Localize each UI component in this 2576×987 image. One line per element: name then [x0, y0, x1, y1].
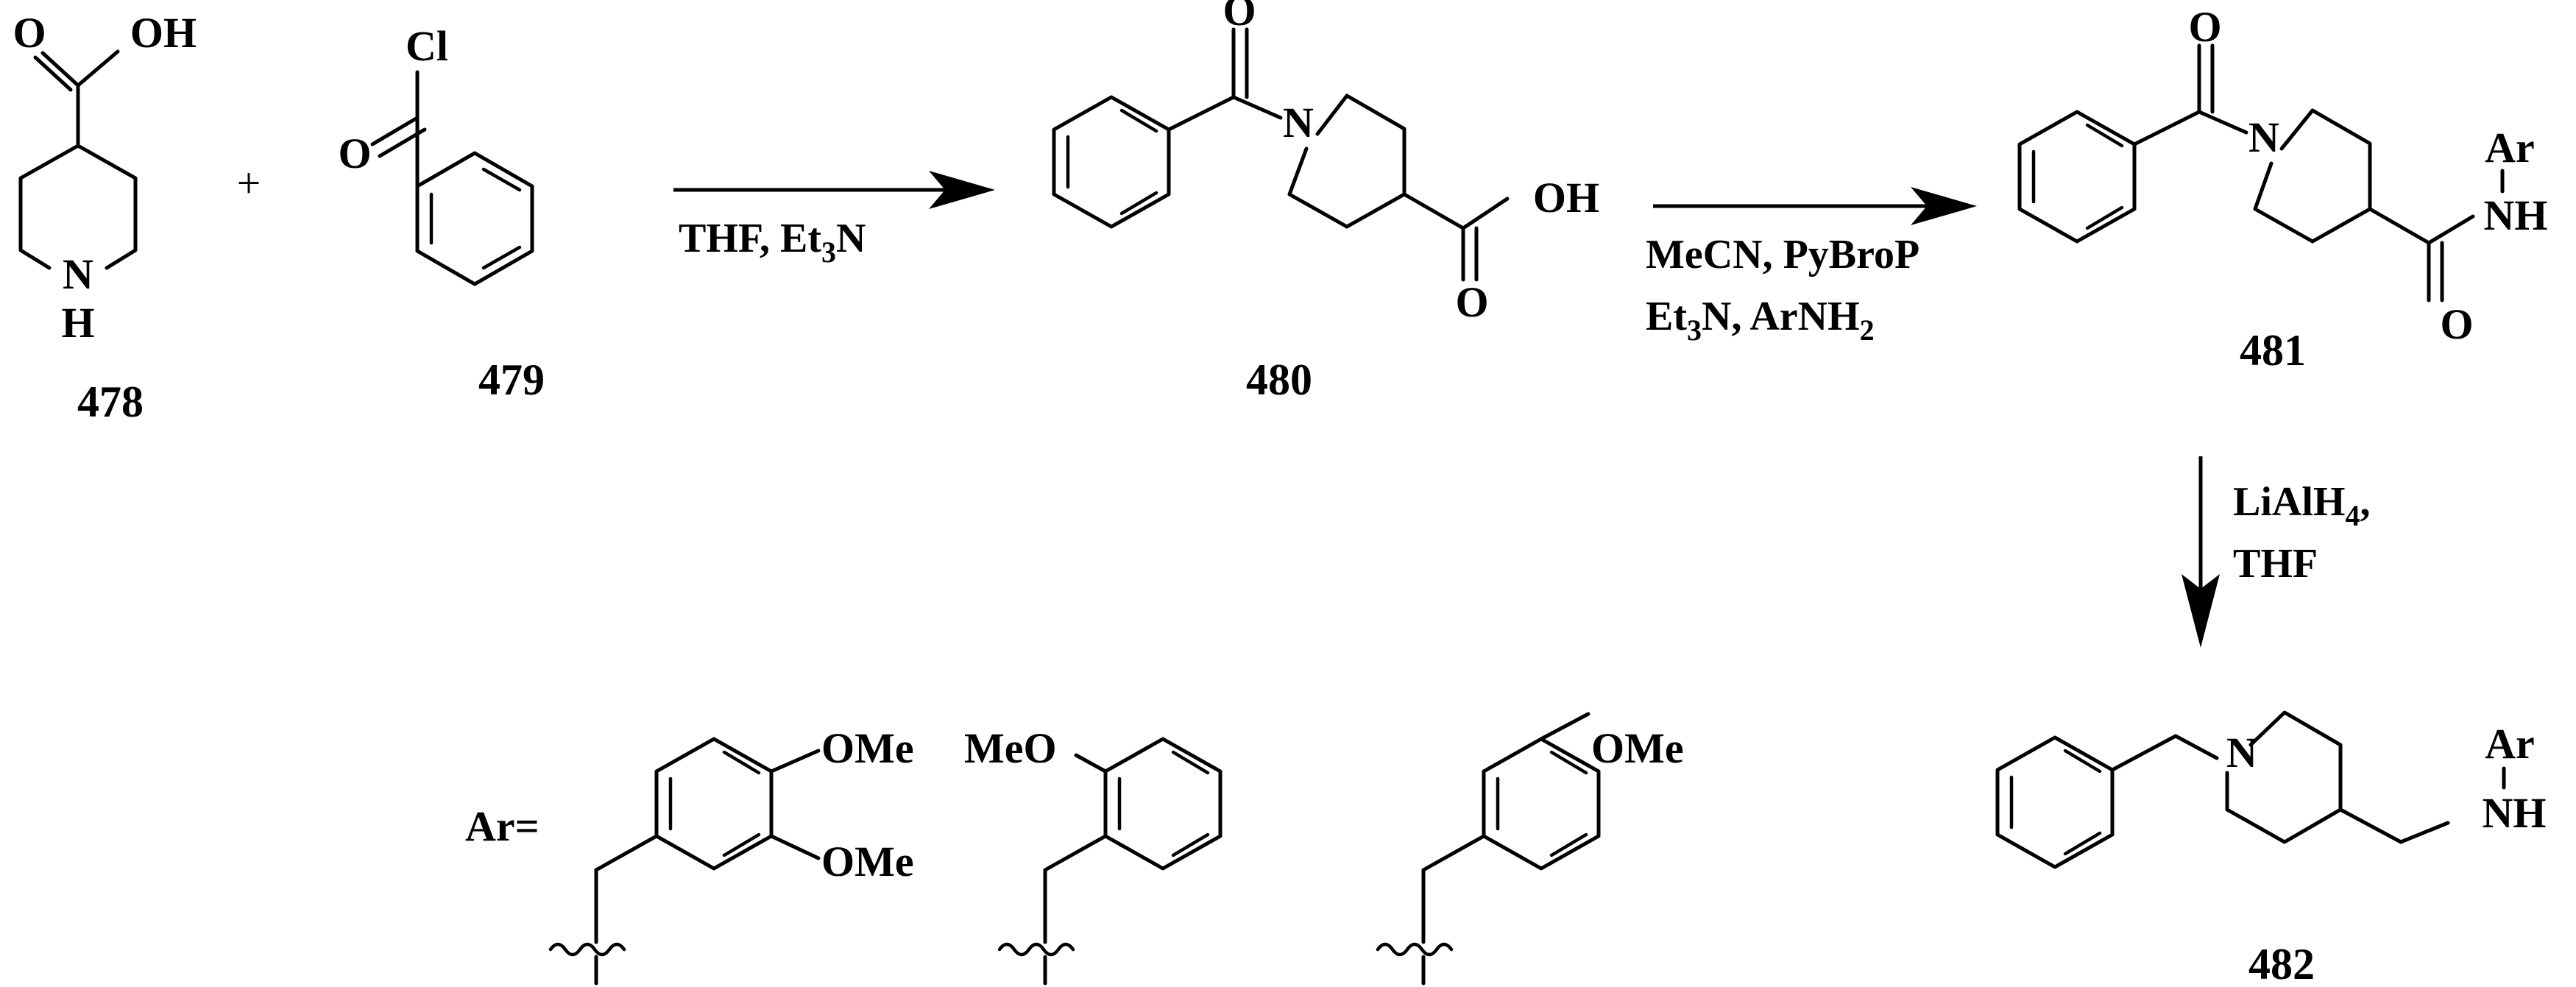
atom-ar: Ar: [2485, 720, 2535, 768]
atom-n: N: [2248, 113, 2279, 161]
compound-label-481: 481: [2240, 326, 2306, 375]
atom-ar: Ar: [2485, 124, 2535, 171]
compound-479: Cl O 479: [338, 22, 545, 404]
conditions-step2-line2: Et3N, ArNH2: [1646, 294, 1875, 347]
compound-label-479: 479: [478, 355, 545, 404]
reaction-arrow-3: LiAlH4, THF: [2182, 456, 2370, 648]
meo: MeO: [964, 724, 1057, 772]
ar-prefix: Ar=: [465, 802, 539, 850]
atom-n: N: [2226, 729, 2257, 776]
compound-482: N Ar NH 482: [1995, 710, 2547, 987]
atom-oh: OH: [1533, 174, 1599, 222]
atom-o: O: [338, 130, 371, 177]
conditions-step2-line1: MeCN, PyBroP: [1646, 232, 1919, 277]
ar-option-3: OMe: [1376, 712, 1684, 986]
atom-o2: O: [1455, 278, 1488, 326]
atom-oh: OH: [130, 9, 197, 57]
compound-label-482: 482: [2248, 940, 2315, 987]
atom-cl: Cl: [406, 22, 448, 70]
compound-478: O OH N H 478: [13, 9, 197, 426]
ar-option-1: OMe OMe: [548, 724, 914, 986]
atom-nh: NH: [2484, 191, 2548, 239]
ome-bottom: OMe: [821, 838, 914, 885]
atom-n: N: [63, 250, 93, 298]
atom-nh: NH: [2483, 789, 2547, 837]
atom-n: N: [1283, 99, 1314, 146]
ome-top: OMe: [821, 724, 914, 772]
ome: OMe: [1591, 724, 1684, 772]
atom-h: H: [61, 299, 94, 347]
reaction-arrow-1: THF, Et3N: [673, 171, 995, 269]
atom-o: O: [13, 9, 46, 57]
conditions-step3-line2: THF: [2233, 541, 2318, 587]
conditions-step1: THF, Et3N: [679, 216, 866, 269]
ar-option-2: MeO: [964, 724, 1222, 986]
compound-480: O N OH O 480: [1052, 0, 1599, 404]
ar-definition: Ar= OMe OMe MeO: [465, 712, 1684, 986]
atom-o: O: [1222, 0, 1256, 35]
compound-label-478: 478: [77, 378, 144, 426]
conditions-step3-line1: LiAlH4,: [2233, 479, 2370, 532]
atom-o: O: [2188, 3, 2221, 51]
reaction-arrow-2: MeCN, PyBroP Et3N, ArNH2: [1646, 187, 1977, 347]
atom-o2: O: [2440, 300, 2473, 348]
plus-sign: +: [237, 159, 261, 207]
compound-label-480: 480: [1246, 355, 1312, 404]
compound-481: O N Ar NH O 481: [2017, 3, 2548, 375]
